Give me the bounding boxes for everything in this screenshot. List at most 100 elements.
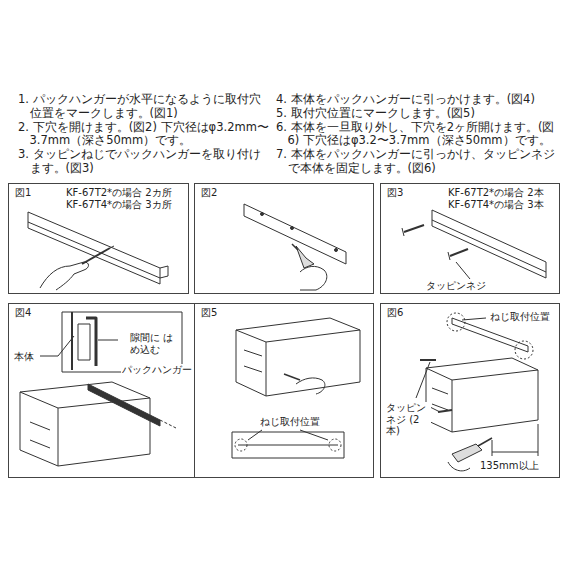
callout-text: KF-67T2*の場合 2本 [447,187,545,199]
callout-text: タッピンネジ (2本) [385,402,431,437]
leader-line [40,336,74,356]
hand-drill [292,244,327,290]
main-unit [20,382,150,466]
marking-view [232,432,344,458]
figure-panel: 図6ねじ取付位置タッピンネジ (2本)135mm以上 [380,303,560,478]
main-unit [30,422,50,448]
callout-text: パックハンガー [121,364,193,376]
callout-text: 隙間に はめ込む [129,332,177,355]
hand-drill [478,438,492,446]
main-unit [236,318,360,396]
hand-pencil [296,378,325,394]
screw [402,228,404,236]
leader-line [462,318,486,320]
step-column: 1. パックハンガーが水平になるように取付穴位置をマークします。(図1)2. 下… [18,93,270,176]
main-unit [20,382,150,466]
hanger-rail [291,227,294,230]
hanger-rail [432,220,546,278]
hanger-rail [452,318,528,352]
instruction-step: 2. 下穴を開けます。(図2) 下穴径はφ3.2mm〜3.7mm（深さ50mm）… [18,121,270,149]
hanger-rail [432,210,546,272]
marking-view [329,439,341,451]
hanger-rail [28,212,168,284]
screw [420,359,436,361]
hanger-rail [160,420,176,428]
leader-line [456,262,470,279]
detail-inset [62,312,182,372]
main-unit [426,368,538,380]
hand-pencil [110,246,114,248]
figure-panel: 図4 本体 隙間に はめ込むパックハンガー [8,303,195,478]
leader-line [456,262,470,279]
figure-number: 図1 [14,187,32,199]
step-column: 4. 本体をパックハンガーに引っかけます。(図4)5. 取付穴位置にマークします… [276,93,564,176]
screw [404,225,424,232]
callout-text: 本体 [13,351,35,363]
callout-text: ねじ取付位置 [489,311,551,323]
hand-drill [300,266,327,290]
callout-text: 135mm以上 [479,460,540,472]
callout-text: KF-67T4*の場合 3本 [447,199,545,211]
hanger-rail [244,204,346,264]
figure-panel: 図3 KF-67T2*の場合 2本KF-67T4*の場合 3本タッピンネジ [380,183,560,294]
hand-pencil [82,248,110,264]
figure-number: 図4 [14,307,32,319]
leader-line [300,430,328,440]
dimension-line [492,424,538,456]
hanger-rail [261,213,264,216]
hanger-rail [88,384,160,426]
main-unit [244,350,262,372]
detail-inset [71,312,73,370]
callout-text: KF-67T2*の場合 2カ所 [65,187,173,199]
hanger-rail [88,384,176,428]
main-unit [236,330,360,342]
marking-view [232,432,344,458]
figure-panel: 図1 KF-67T2*の場合 2カ所KF-67T4*の場合 3カ所 [8,183,189,294]
marking-view [235,439,247,451]
leader-line [416,362,430,398]
detail-inset [62,312,182,372]
screw [402,225,468,260]
figure-number: 図3 [386,187,404,199]
callout-text: タッピンネジ [425,280,487,292]
dimension-line [492,452,538,453]
hanger-rail [160,266,168,278]
instruction-step: 1. パックハンガーが水平になるように取付穴位置をマークします。(図1) [18,93,270,121]
leader-line [248,430,328,440]
main-unit [432,388,448,410]
dimension-line [538,424,539,456]
marking-view [238,445,338,446]
hanger-rail [28,212,160,278]
instruction-step: 6. 本体を一旦取り外し、下穴を2ヶ所開けます。(図6) 下穴径はφ3.2〜3.… [276,121,564,149]
hanger-rail [432,210,546,278]
hanger-rail [515,341,533,359]
figure-number: 図2 [200,187,218,199]
detail-inset [78,324,90,360]
figure-number: 図5 [200,307,218,319]
callout-text: ねじ取付位置 [259,416,321,428]
hand-pencil [284,374,300,380]
hanger-rail [244,204,346,264]
hand-pencil [284,374,325,394]
instruction-step: 7. 本体をパックハンガーに引っかけ、タッピンネジで本体を固定します。(図6) [276,148,564,176]
hand-drill [448,462,470,471]
instruction-step: 3. タッピンねじでパックハンガーを取り付けます。(図3) [18,148,270,176]
figure-panel: 図2 [194,183,374,294]
main-unit [266,342,267,396]
main-unit [58,408,59,466]
hand-drill [452,444,482,462]
screw [448,252,450,260]
leader-line [248,430,262,440]
callout-text: KF-67T4*の場合 3カ所 [65,199,173,211]
hanger-rail [335,249,338,252]
instruction-step: 5. 取付穴位置にマークします。(図5) [276,107,564,121]
main-unit [426,358,538,432]
detail-inset [86,318,96,366]
hand-drill [292,244,298,250]
detail-inset [98,340,118,341]
main-unit [426,358,538,432]
hand-pencil [40,246,114,290]
main-unit [452,380,453,432]
dimension-line [492,440,493,456]
instruction-step: 4. 本体をパックハンガーに引っかけます。(図4) [276,93,564,107]
